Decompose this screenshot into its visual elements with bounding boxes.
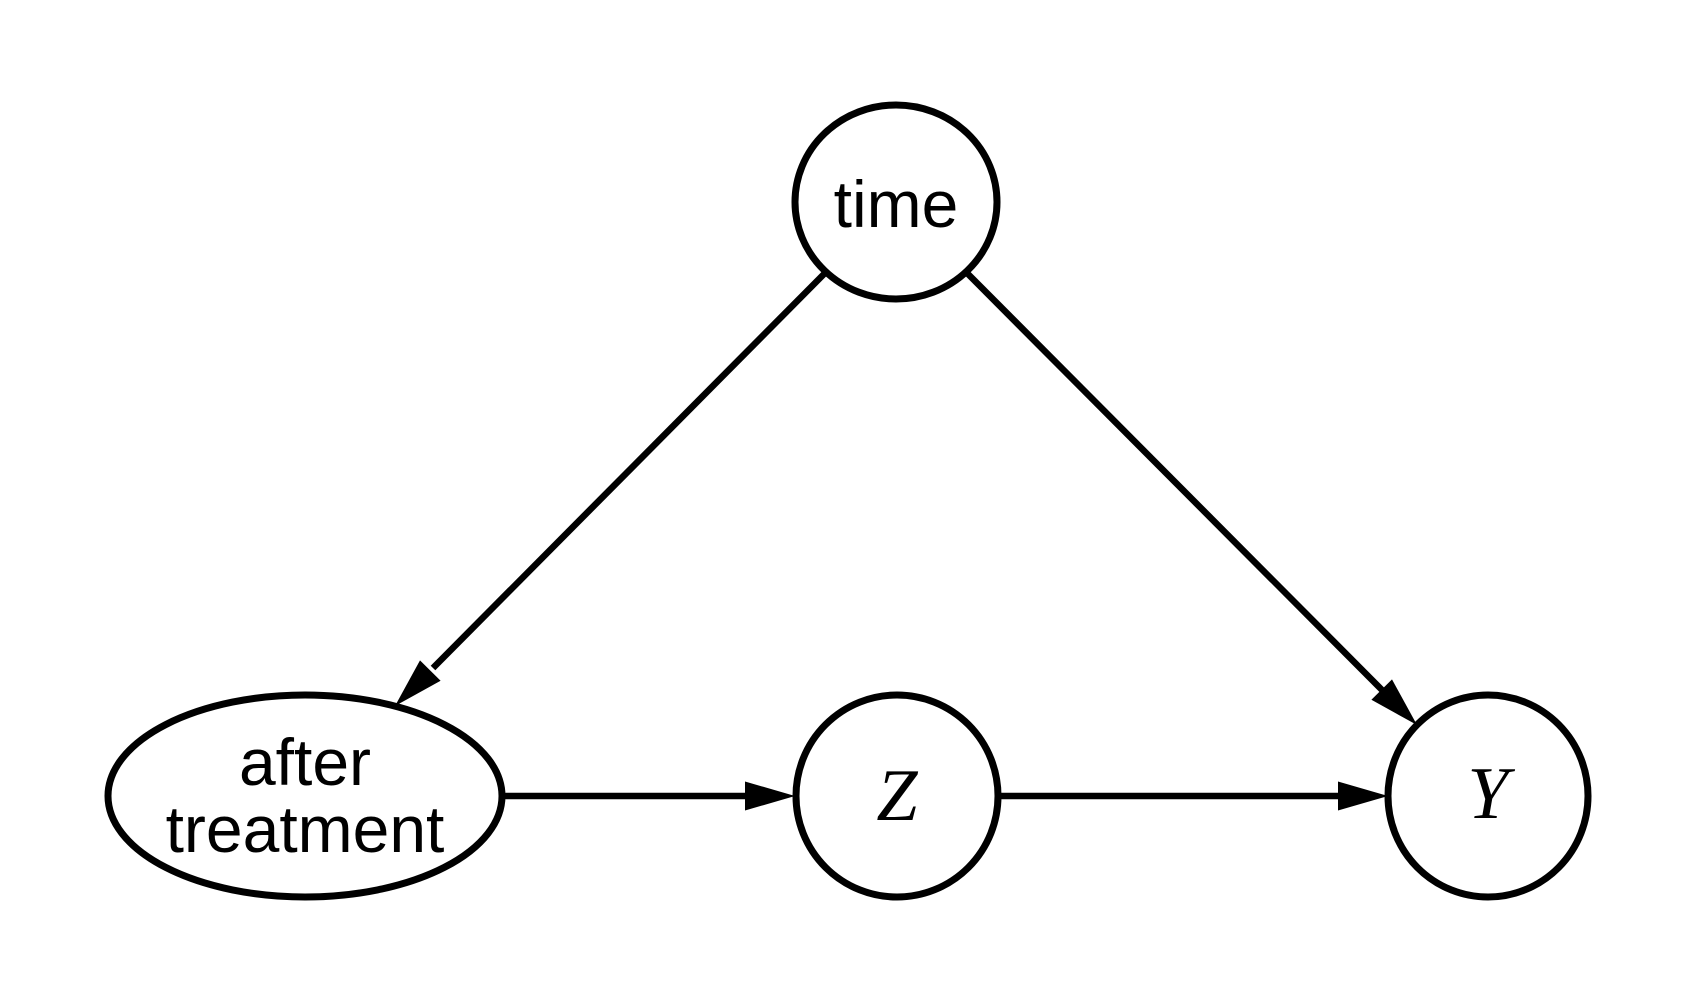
edge-after-treatment-to-z: [503, 781, 795, 811]
edge-line: [430, 269, 829, 671]
node-time: [791, 101, 1001, 303]
arrowhead-icon: [1371, 679, 1417, 725]
node-after-treatment: [104, 691, 506, 901]
after-treatment-node-label-line2: treatment: [166, 792, 445, 866]
edge-line: [963, 269, 1388, 696]
y-node-label: Y: [1467, 753, 1515, 835]
node-z: [792, 691, 1002, 901]
time-node-label: time: [834, 167, 959, 241]
edge-time-to-after-treatment: [395, 269, 829, 706]
edge-time-to-y: [963, 269, 1417, 725]
time-node-circle: [791, 101, 1001, 303]
after-treatment-node-label-line1: after: [239, 725, 371, 799]
arrowhead-icon: [745, 781, 795, 811]
arrowhead-icon: [395, 660, 441, 706]
z-node-label: Z: [876, 755, 918, 837]
after-treatment-node-ellipse: [104, 691, 506, 901]
edge-z-to-y: [1000, 781, 1388, 811]
arrowhead-icon: [1338, 781, 1388, 811]
z-node-circle: [792, 691, 1002, 901]
